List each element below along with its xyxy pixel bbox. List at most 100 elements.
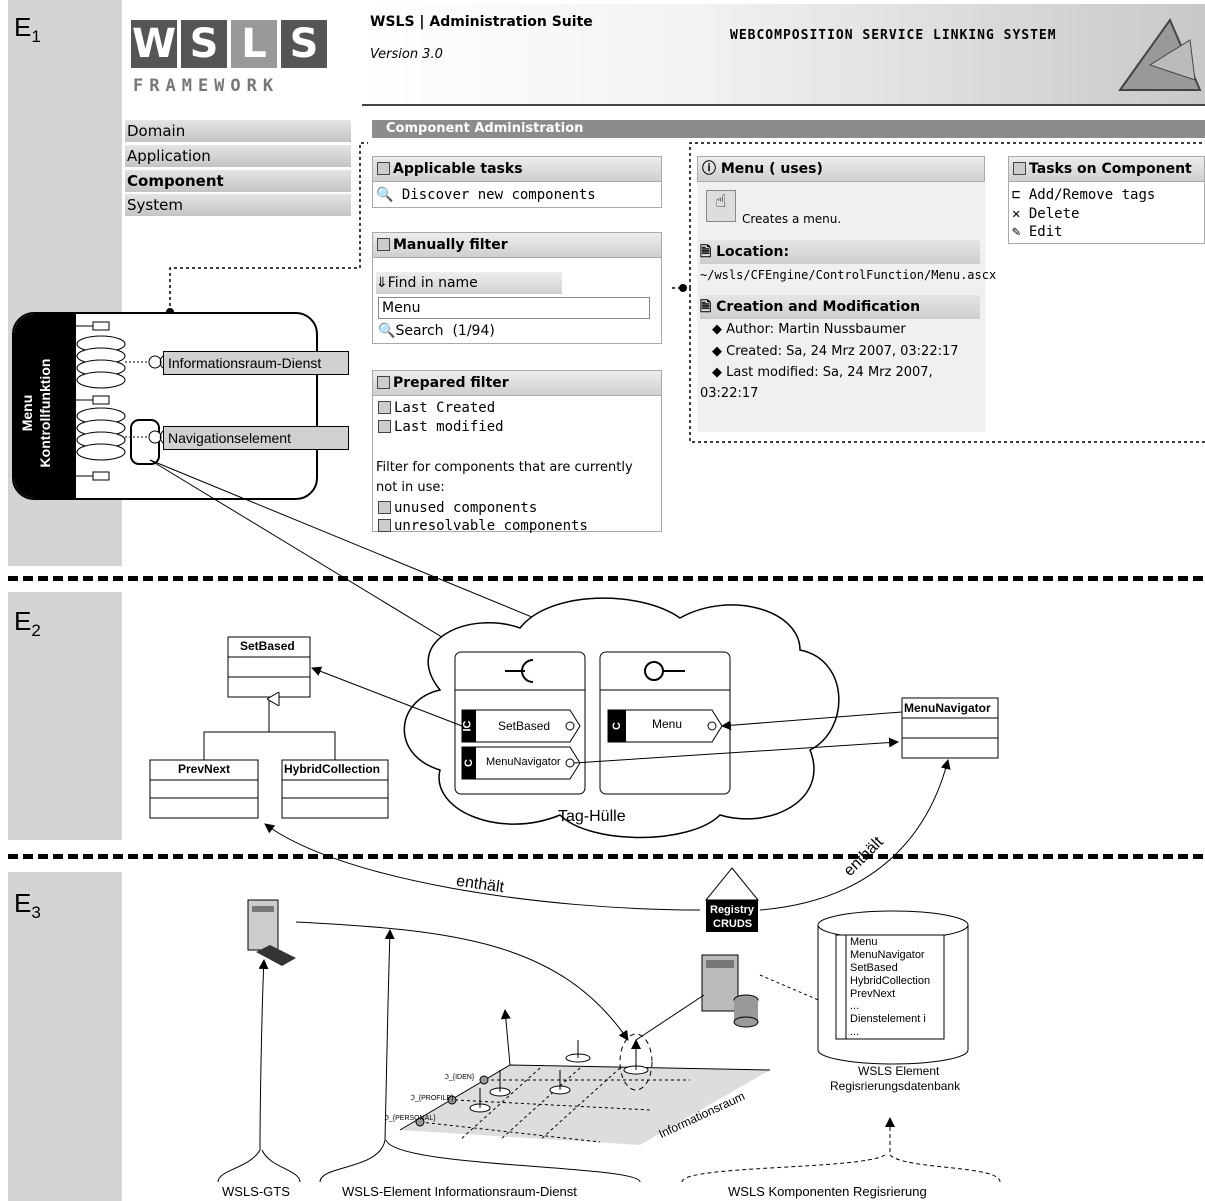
unused-components-link[interactable]: unused components (378, 500, 537, 516)
suite-title: WSLS | Administration Suite (370, 14, 593, 30)
magnifier-icon: 🔍 (378, 323, 396, 339)
arrow-down-icon: ⇓ (376, 275, 388, 291)
db-entry-5: ... (850, 1000, 860, 1012)
db-label-2: Regisrierungsdatenbank (830, 1079, 961, 1093)
list-icon (378, 401, 391, 414)
axis-label-personal: ℑ_{PERSONAL} (384, 1115, 436, 1122)
database-icon: 🗎 (700, 244, 717, 260)
db-entry-2: SetBased (850, 962, 898, 974)
bottom-label-registration: WSLS Komponenten Regisrierung (728, 1184, 927, 1199)
class-setbased-label: SetBased (240, 639, 295, 653)
header-logo-graphic-icon (1118, 17, 1202, 91)
menu-side-bar (14, 314, 76, 498)
nav-item-application[interactable]: Application (125, 145, 351, 167)
name-filter-input[interactable]: Menu (378, 297, 650, 319)
tasks-on-component-header: Tasks on Component (1008, 156, 1205, 182)
edit-link[interactable]: ✎ Edit (1012, 224, 1063, 240)
port-tag-ic: IC (461, 720, 474, 732)
version-text: Version 3.0 (370, 47, 443, 62)
prepared-filter-note-2: not in use: (376, 480, 445, 495)
db-entry-6: Dienstelement i (850, 1013, 926, 1025)
unresolvable-components-link[interactable]: unresolvable components (378, 518, 588, 534)
delete-link[interactable]: ✕ Delete (1012, 206, 1080, 222)
section-label-e1: E1 (14, 12, 41, 47)
separator-e1-e2 (8, 576, 1203, 581)
db-entry-7: ... (850, 1026, 860, 1038)
modified-line-2: 03:22:17 (700, 386, 759, 401)
tag-icon: ⊏ (1012, 187, 1021, 203)
tasks-icon (1013, 162, 1026, 175)
port-menu (607, 709, 723, 743)
band-e3 (8, 872, 122, 1201)
port-tag-c-2: C (610, 722, 623, 730)
wsls-logo: W S L S FRAMEWORK (125, 4, 360, 100)
db-label-1: WSLS Element (858, 1064, 940, 1078)
list-icon (378, 501, 391, 514)
nav-item-domain[interactable]: Domain (125, 120, 351, 142)
filter-icon (377, 238, 390, 251)
server-icon (701, 954, 759, 1028)
class-hybridcollection (281, 759, 389, 819)
registry-label-2: CRUDS (713, 918, 753, 930)
db-entry-0: Menu (850, 936, 878, 948)
edit-icon: ✎ (1012, 224, 1021, 240)
section-label-e3: E3 (14, 888, 41, 923)
registry-label-1: Registry (710, 904, 755, 916)
axis-label-profile: ℑ_{PROFILE} (410, 1095, 454, 1102)
applicable-tasks-body (372, 182, 662, 208)
menu-stack-diagram (55, 321, 164, 481)
search-icon: 🔍 (376, 187, 394, 203)
list-icon (378, 420, 391, 433)
prepared-filter-icon (377, 376, 390, 389)
location-title: 🗎 Location: (700, 240, 980, 264)
cloud-label: Tag-Hülle (558, 808, 626, 825)
location-path: ~/wsls/CFEngine/ControlFunction/Menu.asc… (700, 268, 997, 282)
find-in-name-label: ⇓Find in name (376, 272, 562, 294)
prepared-filter-note-1: Filter for components that are currently (376, 460, 633, 475)
discover-components-link[interactable]: 🔍 Discover new components (376, 187, 596, 203)
prepared-filter-body (372, 396, 662, 532)
tagline: WEBCOMPOSITION SERVICE LINKING SYSTEM (730, 28, 1057, 43)
database-icon (817, 910, 969, 1065)
class-menunavigator-label: MenuNavigator (904, 701, 991, 715)
prepared-filter-header: Prepared filter (372, 370, 662, 396)
port-menunavigator (461, 746, 581, 780)
last-created-link[interactable]: Last Created (378, 400, 495, 416)
class-prevnext (149, 759, 259, 819)
class-prevnext-label: PrevNext (178, 762, 231, 776)
workstation-icon (247, 899, 296, 966)
section-label-e2: E2 (14, 606, 41, 641)
port-menunavigator-label: MenuNavigator (486, 756, 561, 768)
separator-e2-e3 (8, 854, 1203, 859)
modified-line: ◆ Last modified: Sa, 24 Mrz 2007, (712, 365, 933, 380)
bottom-label-infospace-service: WSLS-Element Informationsraum-Dienst (342, 1184, 577, 1199)
axis-label-iden: ℑ_{IDEN} (444, 1074, 475, 1081)
created-line: ◆ Created: Sa, 24 Mrz 2007, 03:22:17 (712, 344, 959, 359)
db-entry-3: HybridCollection (850, 975, 931, 987)
logo-main: W S L S (131, 20, 327, 68)
creation-title: 🗎 Creation and Modification (700, 295, 980, 319)
info-icon: ⓘ (702, 161, 721, 177)
port-setbased (461, 709, 581, 743)
author-line: ◆ Author: Martin Nussbaumer (712, 322, 906, 337)
class-menunavigator (901, 697, 999, 759)
applicable-tasks-header: Applicable tasks (372, 156, 662, 182)
manual-filter-header: Manually filter (372, 232, 662, 258)
nav-item-component[interactable]: Component (125, 170, 351, 192)
document-icon: 🗎 (700, 299, 717, 315)
header-bar (362, 4, 1205, 106)
search-button[interactable]: 🔍Search (1/94) (378, 323, 495, 339)
last-modified-link[interactable]: Last modified (378, 419, 504, 435)
nav-item-system[interactable]: System (125, 194, 351, 216)
component-admin-title: Component Administration (372, 120, 1205, 138)
band-e2 (8, 592, 122, 840)
add-remove-tags-link[interactable]: ⊏ Add/Remove tags (1012, 187, 1156, 203)
hand-cursor-icon: ☝ (706, 190, 736, 222)
list-icon (378, 519, 391, 532)
menu-description: Creates a menu. (742, 212, 842, 226)
logo-sub: FRAMEWORK (133, 76, 280, 96)
db-entry-1: MenuNavigator (850, 949, 925, 961)
port-menu-label: Menu (652, 717, 683, 731)
delete-icon: ✕ (1012, 206, 1021, 222)
